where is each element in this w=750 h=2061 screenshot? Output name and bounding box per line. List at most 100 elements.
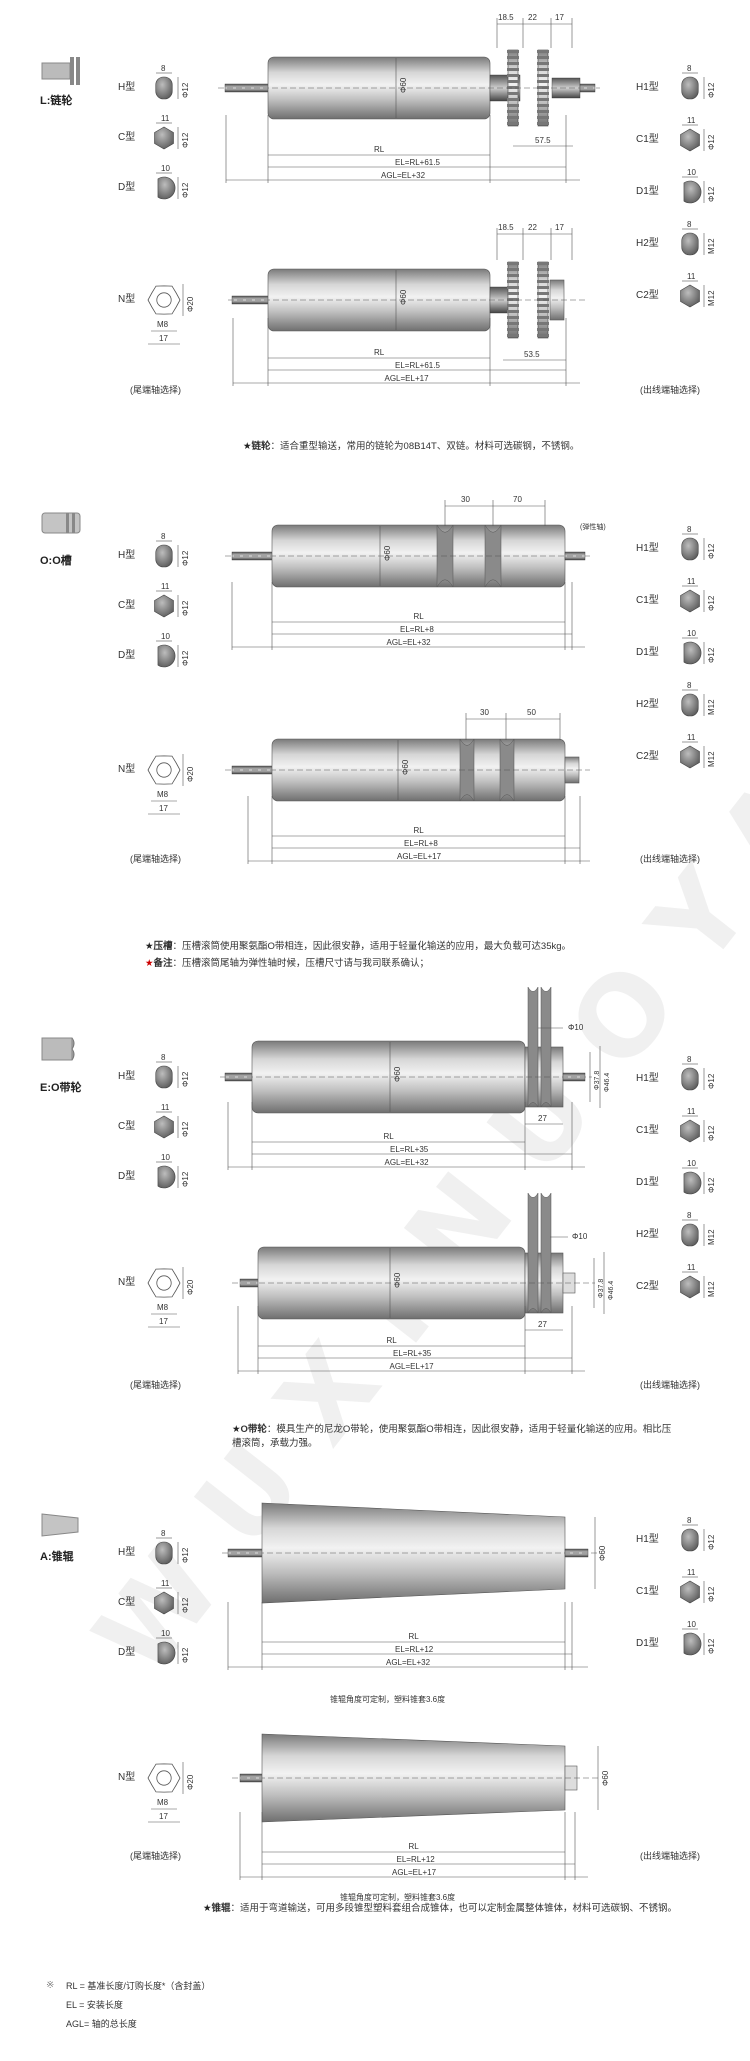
shaft-d1-icon <box>683 180 702 204</box>
shaft-c1-icon <box>680 1580 700 1604</box>
section-title-eo: E:O带轮 <box>40 1082 82 1094</box>
shaft-h1-dim: 8 <box>687 525 692 534</box>
shaft-d1-dim: 10 <box>687 1159 696 1168</box>
sprocket-1-tooth <box>507 92 519 95</box>
legend-agl: AGL= 轴的总长度 <box>66 2019 137 2029</box>
agl-label: AGL=EL+17 <box>392 1868 437 1877</box>
shaft-d1-phi: Φ12 <box>707 1177 716 1193</box>
pulley-groove-2 <box>540 1192 552 1314</box>
outlet-select-label: (出线端轴选择) <box>640 1380 700 1390</box>
shaft-d1-phi: Φ12 <box>707 647 716 663</box>
shaft-c-phi: Φ12 <box>181 1597 190 1613</box>
shaft-n-label: N型 <box>118 1277 136 1288</box>
agl-label: AGL=EL+17 <box>384 374 429 383</box>
shaft-h2-dim: 8 <box>687 220 692 229</box>
chain-sprocket-icon <box>40 55 82 87</box>
sprocket-2-tooth <box>537 50 549 53</box>
shaft-c2-phi: M12 <box>707 751 716 767</box>
shaft-c2-icon <box>680 745 700 769</box>
section-title-taper: A:锥辊 <box>40 1551 74 1563</box>
el-label: EL=RL+8 <box>400 625 434 634</box>
shaft-h-dim: 8 <box>161 532 166 541</box>
shaft-c-dim: 11 <box>161 1103 170 1112</box>
shaft-h1-icon <box>681 537 699 561</box>
el-label: EL=RL+35 <box>390 1145 429 1154</box>
sprocket-2-tooth <box>537 98 549 101</box>
sprocket-1-tooth <box>507 98 519 101</box>
shaft-n-label: N型 <box>118 294 136 305</box>
sprocket-dim-2: 22 <box>528 223 537 232</box>
sprocket-2-tooth <box>537 86 549 89</box>
legend-mark: ※ <box>46 1980 55 1991</box>
groove-dim-2: 50 <box>527 708 536 717</box>
el-label: EL=RL+12 <box>395 1645 434 1654</box>
sprocket-2-tooth <box>537 68 549 71</box>
sprocket-dim-1: 18.5 <box>498 13 514 22</box>
shaft-c1-dim: 11 <box>687 1107 696 1116</box>
note-oslot-remark: ★备注：压槽滚筒尾轴为弹性轴时候，压槽尺寸请与我司联系确认； <box>145 958 430 969</box>
shaft-h2-icon <box>681 1223 699 1247</box>
shaft-d-dim: 10 <box>161 164 170 173</box>
shaft-d1-dim: 10 <box>687 1620 696 1629</box>
shaft-h2-label: H2型 <box>636 238 659 249</box>
sprocket-1-tooth <box>507 328 519 331</box>
pulley-width: 27 <box>538 1320 547 1329</box>
shaft-d-phi: Φ12 <box>181 650 190 666</box>
shaft-c-dim: 11 <box>161 1579 170 1588</box>
section-title-chain: L:链轮 <box>40 95 73 107</box>
o-groove-icon <box>40 507 82 539</box>
taper-diameter: Φ60 <box>601 1770 610 1786</box>
o-groove-2 <box>484 524 502 588</box>
sprocket-2-tooth <box>537 316 549 319</box>
shaft-c2-icon <box>680 284 700 308</box>
shaft-h2-phi: M12 <box>707 699 716 715</box>
sprocket-2-tooth <box>537 268 549 271</box>
shaft-h-dim: 8 <box>161 1529 166 1538</box>
note-oslot-press: ★压槽：压槽滚筒使用聚氨酯O带相连，因此很安静，适用于轻量化输送的应用，最大负载… <box>145 941 572 952</box>
taper-diameter: Φ60 <box>598 1545 607 1561</box>
shaft-c-dim: 11 <box>161 582 170 591</box>
shaft-h1-label: H1型 <box>636 1534 659 1545</box>
groove-dim-2: 70 <box>513 495 522 504</box>
shaft-h2-phi: M12 <box>707 1229 716 1245</box>
groove-dim-1: 30 <box>480 708 489 717</box>
sprocket-1-tooth <box>507 86 519 89</box>
taper-angle-note: 锥辊角度可定制，塑料锥套3.6度 <box>330 1695 446 1704</box>
note-chain: ★链轮：适合重型输送，常用的链轮为08B14T、双链。材料可选碳钢，不锈钢。 <box>243 441 580 452</box>
shaft-d1-icon <box>683 1632 702 1656</box>
sprocket-2-tooth <box>537 280 549 283</box>
shaft-h1-label: H1型 <box>636 543 659 554</box>
rl-label: RL <box>383 1132 394 1141</box>
agl-label: AGL=EL+17 <box>389 1362 434 1371</box>
roller-diameter: Φ60 <box>399 289 408 305</box>
shaft-n-m8: M8 <box>157 320 169 329</box>
shaft-c1-dim: 11 <box>687 1568 696 1577</box>
shaft-n-icon-hole <box>156 1770 172 1786</box>
sprocket-1-tooth <box>507 316 519 319</box>
shaft-c1-icon <box>680 589 700 613</box>
shaft-h2-icon <box>681 232 699 256</box>
shaft-h-icon <box>155 1065 173 1089</box>
pulley-groove-2 <box>540 986 552 1108</box>
shaft-h-label: H型 <box>118 550 136 561</box>
shaft-h-phi: Φ12 <box>181 1547 190 1563</box>
el-label: EL=RL+61.5 <box>395 361 440 370</box>
sprocket-2-tooth <box>537 122 549 125</box>
tail-select-label: (尾端轴选择) <box>130 854 181 864</box>
shaft-n-m8: M8 <box>157 1303 169 1312</box>
shaft-n-phi: Φ20 <box>186 1774 195 1790</box>
shaft-d1-phi: Φ12 <box>707 1638 716 1654</box>
shaft-h-phi: Φ12 <box>181 82 190 98</box>
el-label: EL=RL+61.5 <box>395 158 440 167</box>
sprocket-2-tooth <box>537 274 549 277</box>
shaft-h-icon <box>155 76 173 100</box>
shaft-h1-icon <box>681 76 699 100</box>
shaft-c1-phi: Φ12 <box>707 1586 716 1602</box>
shaft-h1-dim: 8 <box>687 64 692 73</box>
tail-select-label: (尾端轴选择) <box>130 1380 181 1390</box>
roller-diameter: Φ60 <box>399 77 408 93</box>
shaft-c-label: C型 <box>118 1597 136 1608</box>
sprocket-2-tooth <box>537 110 549 113</box>
shaft-d-icon <box>157 644 176 668</box>
shaft-n-label: N型 <box>118 764 136 775</box>
